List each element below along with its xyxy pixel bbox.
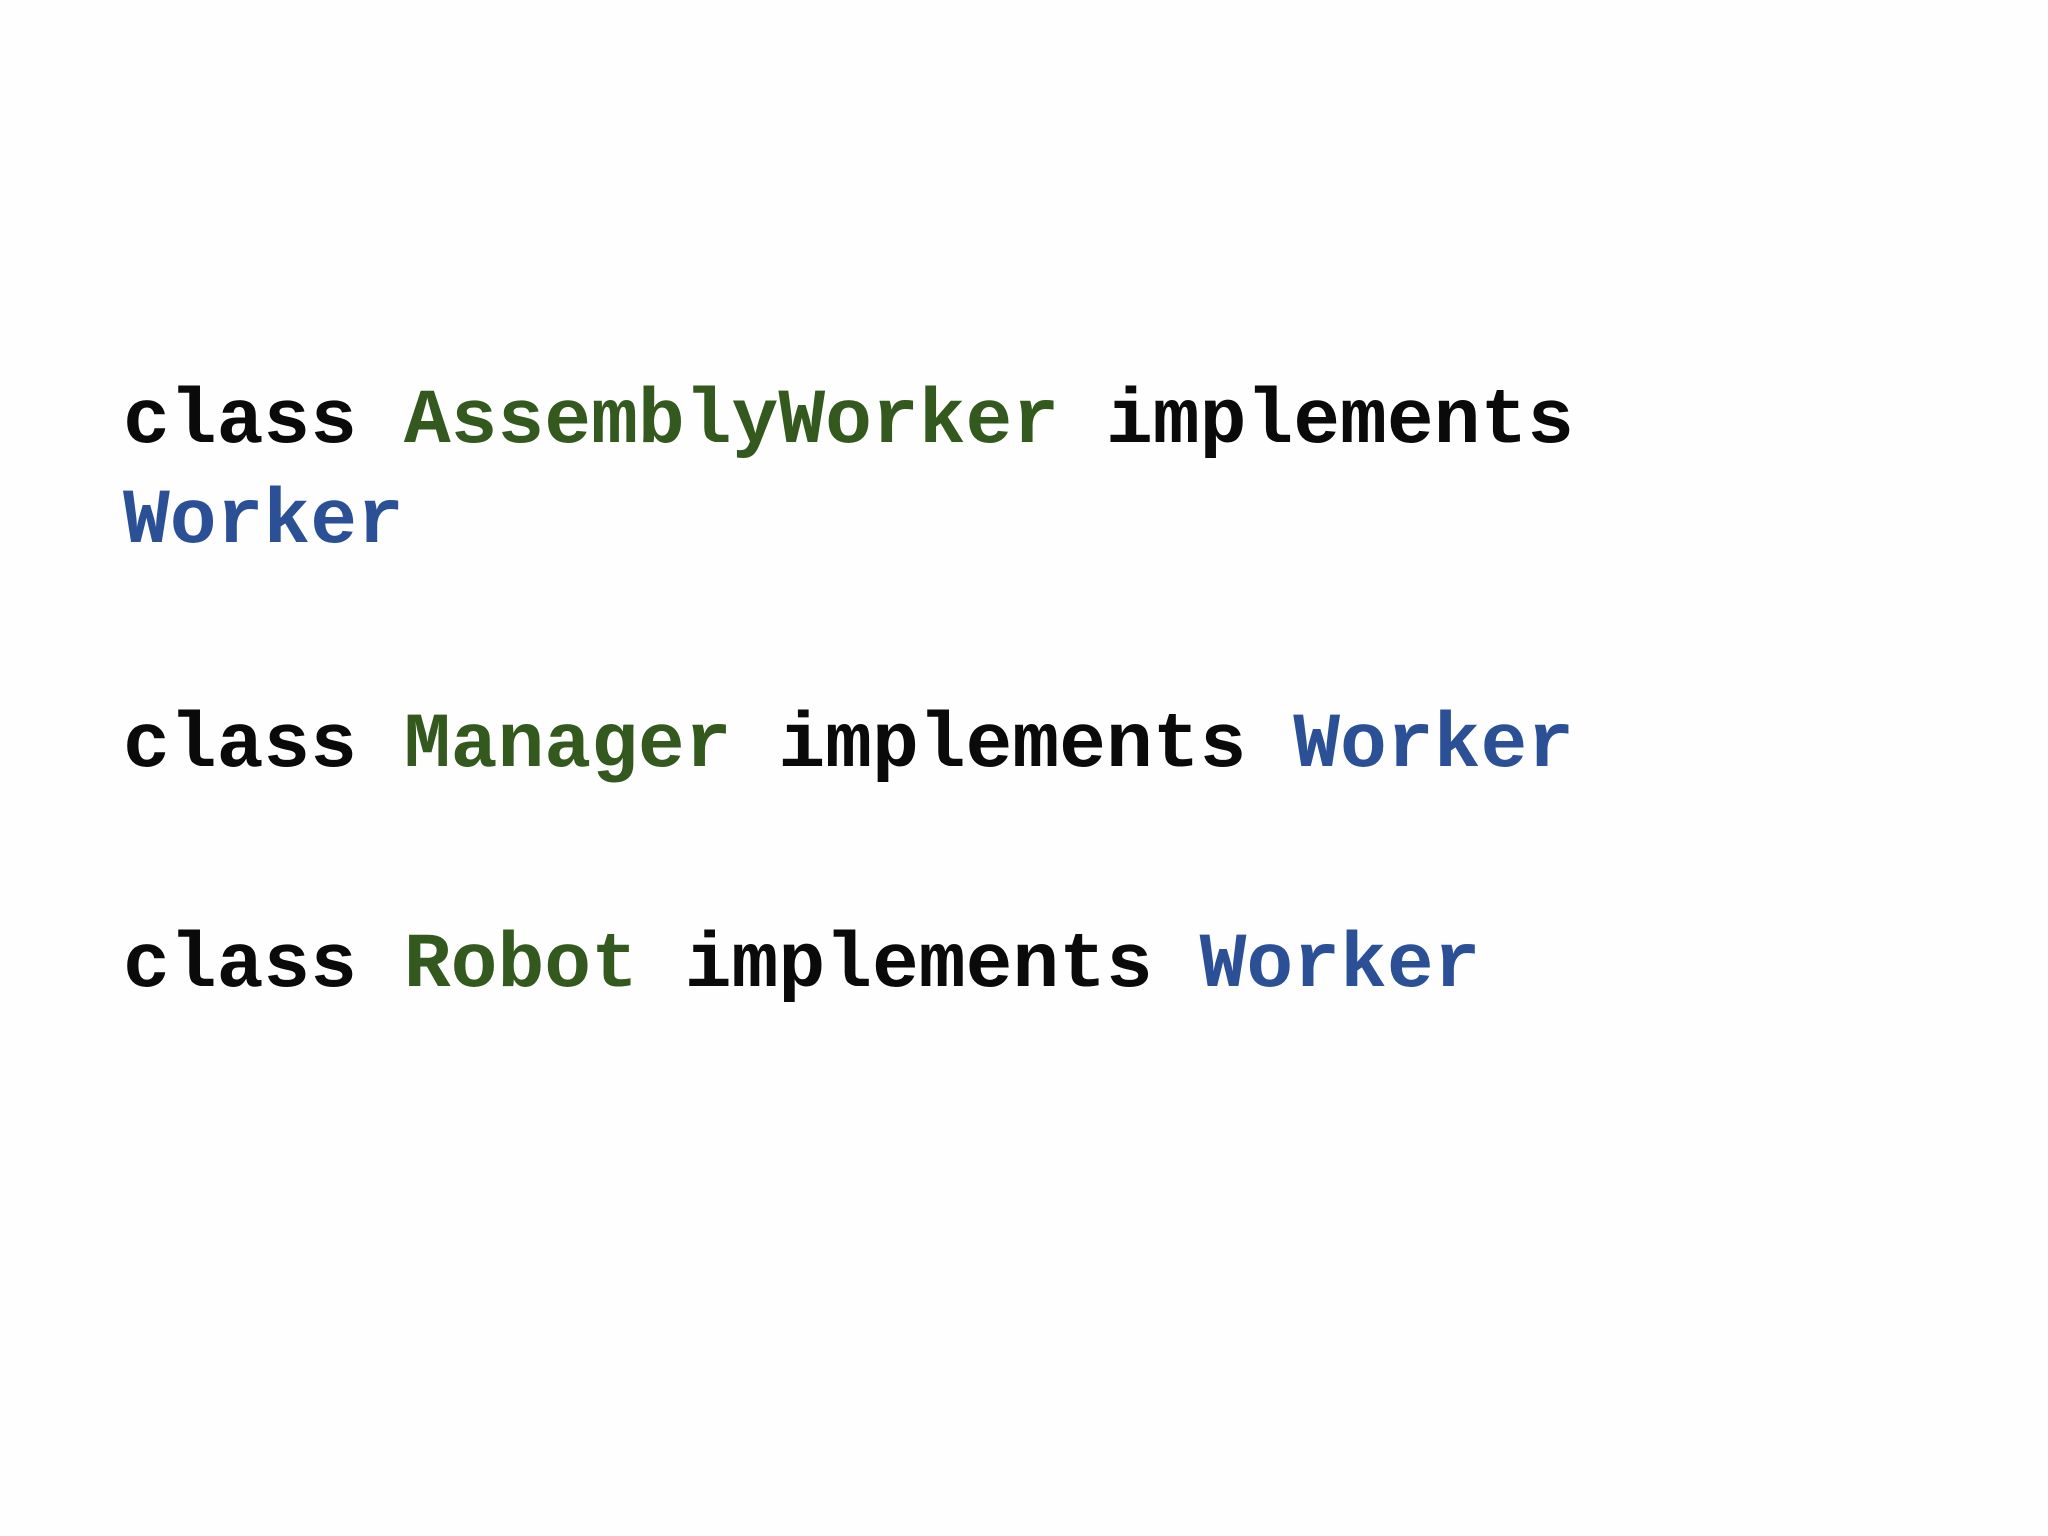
class-name: Robot (403, 922, 638, 1010)
interface-name: Worker (1199, 922, 1481, 1010)
keyword-implements: implements (684, 922, 1153, 1010)
keyword-implements: implements (778, 702, 1247, 790)
interface-name: Worker (123, 478, 404, 566)
keyword-implements: implements (1105, 378, 1575, 466)
interface-name: Worker (1293, 702, 1575, 790)
code-statement-assemblyworker: class AssemblyWorker implements Worker (123, 372, 1683, 572)
class-name: Manager (403, 702, 732, 790)
class-name: AssemblyWorker (403, 378, 1060, 466)
keyword-class: class (123, 702, 358, 790)
code-statement-robot: class Robot implements Worker (123, 916, 1683, 1016)
code-statement-manager: class Manager implements Worker (123, 696, 1683, 796)
keyword-class: class (123, 378, 358, 466)
keyword-class: class (123, 922, 358, 1010)
